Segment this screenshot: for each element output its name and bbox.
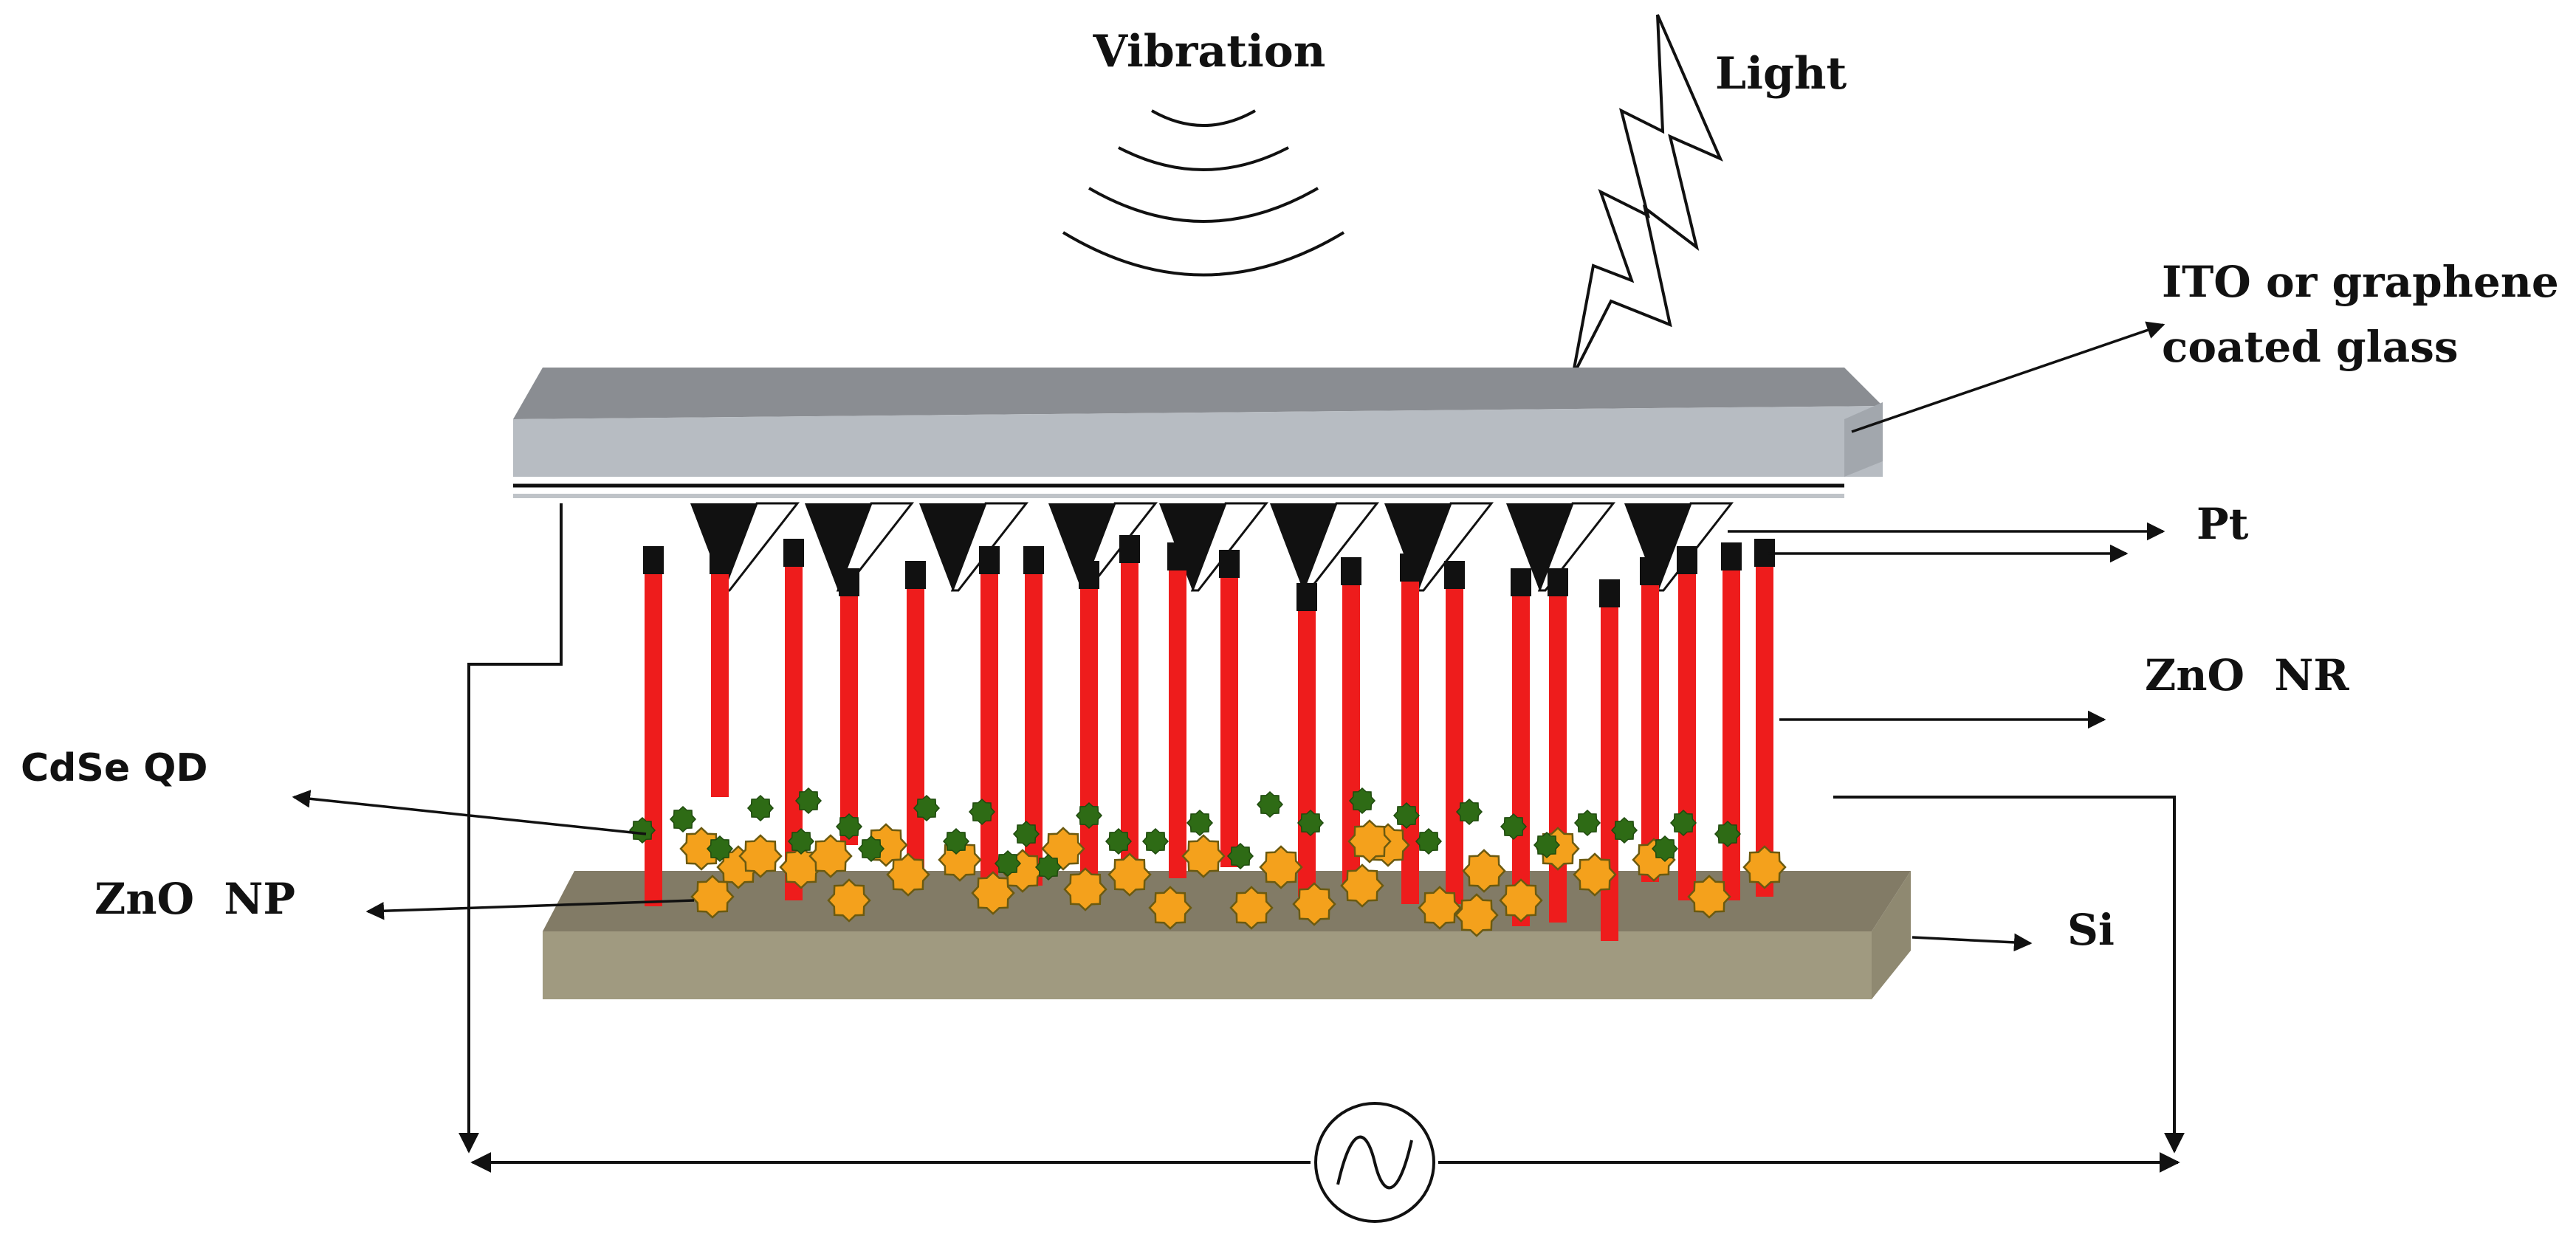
cdse-quantum-dot: [1714, 820, 1742, 848]
zno-nanoparticle: [679, 827, 724, 871]
cdse-quantum-dot: [913, 794, 941, 822]
cdse-quantum-dot: [794, 787, 822, 815]
pt-tip: [1159, 502, 1269, 592]
zno-nanoparticle: [1573, 852, 1617, 897]
cdse-quantum-dot: [1669, 809, 1697, 837]
zno-nr-label: ZnO NR: [2145, 650, 2349, 700]
ac-source-icon[interactable]: [1314, 1102, 1435, 1223]
nanorod: [905, 561, 926, 871]
cdse-quantum-dot: [994, 849, 1022, 878]
cdse-quantum-dot: [968, 798, 996, 826]
zno-nanoparticle: [1687, 875, 1731, 919]
cdse-quantum-dot: [1392, 801, 1421, 830]
lightning-icon: [1571, 14, 1723, 377]
nanorod: [1296, 583, 1317, 897]
si-substrate: [543, 871, 1911, 999]
zno-nanoparticle: [886, 852, 930, 897]
nanorod: [643, 546, 664, 906]
vibration-waves-icon: [1062, 109, 1345, 277]
cdse-quantum-dot: [1651, 835, 1679, 863]
zno-nanoparticle: [1229, 886, 1274, 930]
nanorod: [1444, 561, 1465, 904]
zno-nanoparticle: [1340, 863, 1384, 908]
nanorod: [839, 568, 859, 845]
pt-tip: [919, 502, 1029, 592]
pt-tip: [690, 502, 800, 592]
cdse-quantum-dot: [1256, 790, 1284, 818]
nanorod: [1677, 546, 1697, 900]
nanorod: [1219, 550, 1240, 867]
zno-nanoparticle: [971, 871, 1015, 915]
zno-nanoparticle: [1742, 845, 1787, 889]
cdse-quantum-dot: [1296, 809, 1325, 837]
cdse-quantum-dot: [1141, 827, 1169, 855]
zno-nanoparticle: [738, 834, 783, 878]
nanorod: [710, 546, 730, 797]
cdse-quantum-dot: [1105, 827, 1133, 855]
zno-nanoparticle: [827, 878, 871, 923]
cdse-quantum-dot: [706, 835, 734, 863]
ito-label-line1: ITO or graphene: [2162, 257, 2559, 307]
cdse-quantum-dot: [746, 794, 774, 822]
cdse-quantum-dot: [1186, 809, 1214, 837]
nanorod: [979, 546, 1000, 900]
zno-nanoparticle: [1454, 893, 1499, 937]
nanorod: [1167, 542, 1188, 878]
zno-nanoparticle: [1063, 867, 1107, 911]
cdse-quantum-dot: [1034, 853, 1062, 881]
zno-nanoparticle: [1462, 849, 1506, 893]
cdse-quantum-dot: [787, 827, 815, 855]
cdse-quantum-dot: [1500, 813, 1528, 841]
ito-label-line2: coated glass: [2162, 322, 2459, 372]
zno-nanoparticle: [690, 875, 735, 919]
cdse-quantum-dot: [857, 835, 885, 863]
cdse-quantum-dot: [1012, 820, 1040, 848]
nanorod: [1721, 542, 1742, 900]
cdse-quantum-dot: [1348, 787, 1376, 815]
cdse-quantum-dot: [1455, 798, 1483, 826]
cdse-quantum-dot: [1610, 816, 1638, 844]
cdse-quantum-dot: [669, 805, 697, 833]
zno-np-label: ZnO NP: [95, 874, 295, 924]
zno-nanoparticle: [1107, 852, 1152, 897]
nanorod: [1119, 535, 1140, 889]
cdse-quantum-dot: [1533, 831, 1561, 859]
zno-nanoparticle: [1347, 819, 1392, 863]
pt-tip: [1384, 502, 1494, 592]
coated-glass-plate: [513, 368, 1883, 498]
cdse-quantum-dot: [835, 813, 863, 841]
label-arrows: [292, 321, 2165, 952]
particles: [628, 787, 1787, 937]
nanorod: [1754, 539, 1775, 897]
zno-nanoparticle: [1418, 886, 1462, 930]
zno-nanoparticle: [1292, 882, 1336, 926]
cdse-quantum-dot: [1573, 809, 1601, 837]
cdse-quantum-dot: [628, 816, 656, 844]
nanorod: [1511, 568, 1531, 926]
cdse-qd-label: CdSe QD: [21, 746, 208, 790]
circuit-wires: [458, 503, 2185, 1173]
nanorod: [1640, 557, 1660, 882]
pt-label: Pt: [2197, 499, 2249, 549]
zno-nanoparticle: [1259, 845, 1303, 889]
vibration-label: Vibration: [1093, 26, 1326, 77]
si-label: Si: [2067, 905, 2115, 955]
zno-nanoparticle: [1148, 886, 1192, 930]
nanorod: [1079, 561, 1099, 904]
cdse-quantum-dot: [942, 827, 970, 855]
zno-nanoparticle: [1499, 878, 1543, 923]
cdse-quantum-dot: [1415, 827, 1443, 855]
light-label: Light: [1715, 48, 1847, 100]
zno-nanoparticle: [1181, 834, 1226, 878]
zno-nanoparticle: [808, 834, 853, 878]
cdse-quantum-dot: [1226, 842, 1254, 870]
cdse-quantum-dot: [1075, 801, 1103, 830]
